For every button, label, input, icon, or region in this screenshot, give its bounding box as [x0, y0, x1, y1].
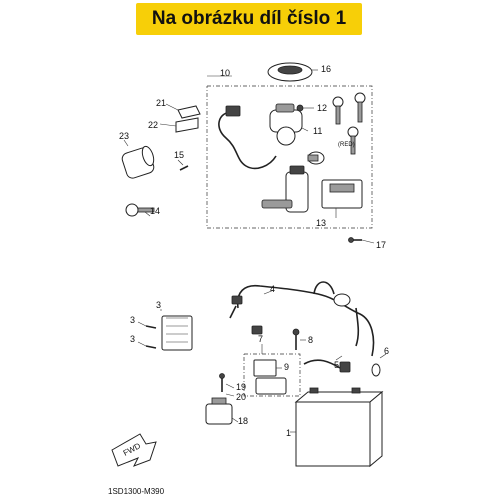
callout-6: 6 — [384, 346, 389, 356]
callout-21: 21 — [156, 98, 166, 108]
red-key-tag: (RED) — [338, 142, 355, 148]
callout-9: 8 — [308, 335, 313, 345]
left-small-parts: 21 22 23 15 14 — [119, 98, 201, 217]
callout-4: 4 — [270, 284, 275, 294]
lower-electrical-group: 4 3 3 3 8 7 9 5 6 — [108, 281, 389, 496]
fwd-arrow: FWD — [111, 433, 157, 467]
callout-14: 14 — [150, 206, 160, 216]
callout-18: 18 — [238, 416, 248, 426]
diagram-code: 1SD1300-M390 — [108, 487, 165, 496]
callout-17: 17 — [376, 240, 386, 250]
callout-5: 5 — [334, 360, 339, 370]
callout-22: 22 — [148, 120, 158, 130]
callout-1: 1 — [286, 428, 291, 438]
callout-3b: 3 — [130, 334, 135, 344]
callout-8: 9 — [284, 362, 289, 372]
callout-12: 12 — [317, 103, 327, 113]
banner: Na obrázku díl číslo 1 — [0, 0, 500, 38]
callout-23: 23 — [119, 131, 129, 141]
callout-16: 16 — [321, 64, 331, 74]
callout-15: 15 — [174, 150, 184, 160]
ignition-assembly-group: 10 11 12 (RED) 16 — [206, 62, 386, 250]
callout-11: 11 — [313, 126, 322, 136]
title-badge: Na obrázku díl číslo 1 — [136, 3, 362, 35]
page-title: Na obrázku díl číslo 1 — [151, 8, 347, 29]
callout-3a: 3 — [130, 315, 135, 325]
parts-diagram: 10 11 12 (RED) 16 — [108, 62, 389, 496]
callout-7: 7 — [258, 334, 263, 344]
callout-13: 13 — [316, 218, 326, 228]
callout-20: 20 — [236, 392, 246, 402]
callout-10: 10 — [220, 68, 230, 78]
callout-19: 19 — [236, 382, 246, 392]
callout-2: 3 — [156, 300, 161, 310]
